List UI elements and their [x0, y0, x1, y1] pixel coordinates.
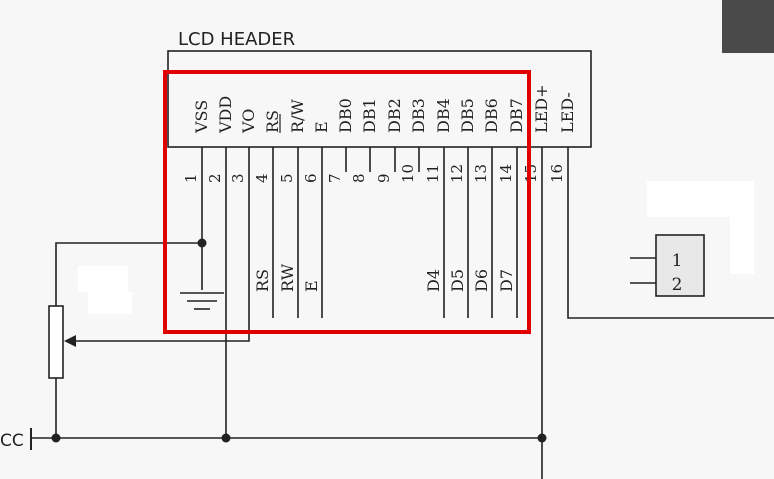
pin-name: LED- — [558, 92, 577, 133]
header-title: LCD HEADER — [178, 29, 295, 50]
net-label: D6 — [472, 269, 491, 292]
mask-block — [730, 181, 754, 274]
pin-number: 4 — [253, 173, 271, 183]
pin-name: RS — [263, 110, 282, 133]
pin-number: 11 — [424, 164, 442, 183]
net-label: D7 — [497, 269, 516, 292]
pin-number: 14 — [497, 164, 515, 183]
pin-number: 10 — [399, 164, 417, 183]
pin-number: 12 — [448, 164, 466, 183]
pin-number: 8 — [350, 173, 368, 183]
pin-name: R/W — [288, 99, 307, 133]
vcc-rail — [30, 172, 543, 479]
pin-name: DB2 — [385, 98, 404, 133]
pin-name: VSS — [192, 100, 211, 134]
pin-number: 16 — [548, 164, 566, 183]
led-minus-wire — [567, 172, 774, 319]
connector-body — [655, 234, 705, 297]
corner-block — [722, 0, 774, 53]
net-label: D5 — [448, 269, 467, 292]
header-pins: VSS1VDD2VO3RS4RSR/W5RWE6EDB07DB18DB29DB3… — [182, 84, 577, 318]
wiper-arrow-icon — [64, 335, 76, 347]
mask-block — [78, 266, 128, 292]
pin-name: VDD — [216, 96, 235, 134]
net-label: RW — [278, 263, 297, 292]
potentiometer — [48, 172, 250, 438]
pin-number: 6 — [302, 173, 320, 183]
pin-name: DB7 — [507, 98, 526, 133]
vcc-label: CC — [0, 431, 24, 451]
pin-number: 1 — [182, 173, 200, 183]
pin-number: 2 — [206, 173, 224, 183]
pin-name: DB6 — [482, 98, 501, 133]
pin-name: VO — [239, 109, 258, 134]
pin-name: LED+ — [532, 84, 551, 133]
pin-name: DB3 — [409, 98, 428, 133]
net-label: E — [302, 280, 321, 292]
two-pin-connector: 1 2 — [630, 234, 705, 297]
mask-block — [88, 292, 132, 314]
pin-name: DB1 — [360, 98, 379, 133]
junction-dots — [51, 238, 547, 443]
connector-pin-2: 2 — [672, 275, 683, 295]
pin-number: 5 — [278, 173, 296, 183]
pin-name: DB4 — [434, 98, 453, 133]
connector-pin-1: 1 — [672, 251, 683, 271]
highlight-box — [163, 70, 531, 334]
net-label: RS — [253, 269, 272, 292]
ground-symbol — [180, 243, 224, 310]
pin-number: 7 — [326, 173, 344, 183]
pin-number: 13 — [472, 164, 490, 183]
net-label: D4 — [424, 269, 443, 292]
pin-number: 3 — [229, 173, 247, 183]
pin-number: 9 — [375, 173, 393, 183]
pin-name: E — [312, 121, 331, 133]
header-body — [167, 50, 592, 148]
pin-name: DB5 — [458, 98, 477, 133]
pin-name: DB0 — [336, 98, 355, 133]
